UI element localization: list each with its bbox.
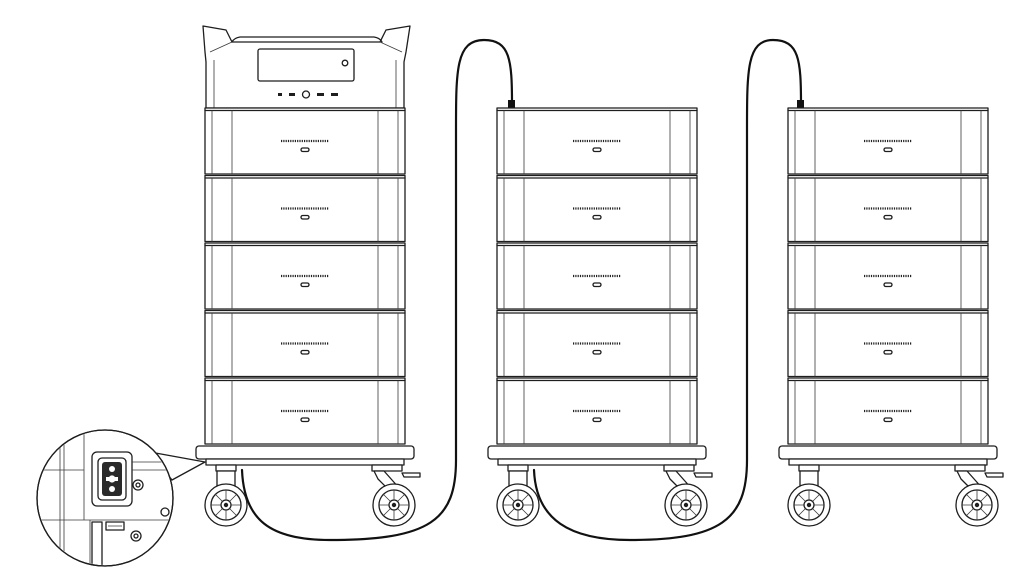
connecting-cable-1 <box>240 38 515 542</box>
battery-module <box>786 309 990 378</box>
display-indicator-icon <box>341 59 349 67</box>
battery-modules <box>495 106 699 446</box>
battery-module <box>203 309 407 378</box>
display-screen <box>257 48 355 82</box>
wheeled-base <box>195 445 420 526</box>
battery-module <box>495 106 699 176</box>
main-unit <box>195 25 420 526</box>
wheeled-base <box>778 445 1003 526</box>
battery-module <box>203 174 407 243</box>
battery-module <box>203 376 407 446</box>
connector-inset <box>36 429 206 567</box>
expansion-unit-3 <box>778 106 1003 526</box>
battery-module <box>495 241 699 311</box>
battery-module <box>203 106 407 176</box>
connector-port-icon <box>91 451 133 507</box>
battery-modules <box>786 106 990 446</box>
battery-module <box>786 376 990 446</box>
battery-module <box>203 241 407 311</box>
battery-module <box>495 309 699 378</box>
battery-modules <box>203 106 407 446</box>
wheeled-base <box>487 445 712 526</box>
power-button-icon <box>301 90 311 99</box>
battery-module <box>495 174 699 243</box>
connecting-cable-2 <box>532 38 804 542</box>
control-buttons <box>278 90 338 99</box>
battery-module <box>786 174 990 243</box>
battery-module <box>495 376 699 446</box>
battery-module <box>786 241 990 311</box>
expansion-unit-2 <box>487 106 712 526</box>
battery-module <box>786 106 990 176</box>
